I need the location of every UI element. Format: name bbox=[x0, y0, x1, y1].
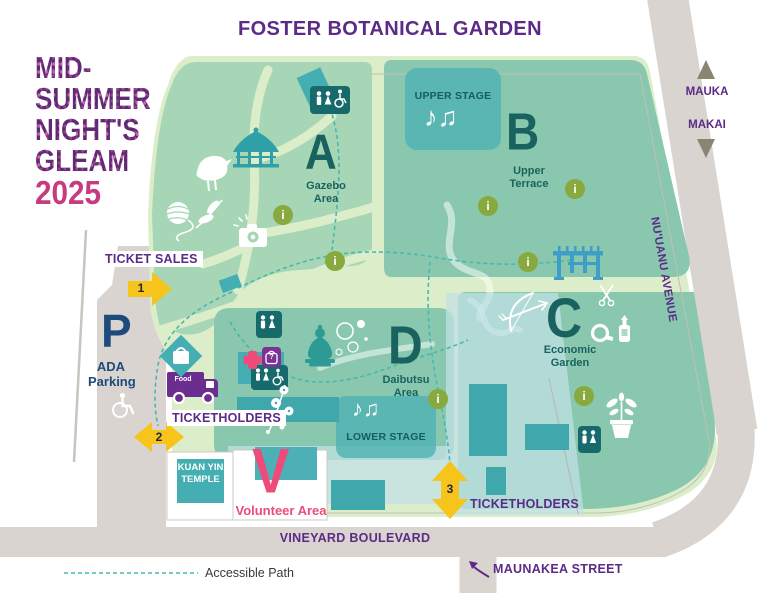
ticketholders-south-label: TICKETHOLDERS bbox=[470, 497, 579, 511]
logo-line-2: SUMMER bbox=[35, 81, 151, 116]
ticketholders-west-label: TICKETHOLDERS bbox=[167, 410, 286, 426]
gate-3-number: 3 bbox=[446, 482, 454, 496]
info-icon-b1: i bbox=[478, 196, 498, 216]
music-notes-icon-upper: ♪♫ bbox=[424, 102, 458, 132]
area-d-label: Daibutsu Area bbox=[382, 374, 430, 399]
pergola-icon bbox=[553, 246, 603, 280]
zone-a-paths bbox=[155, 65, 381, 335]
food-truck-icon bbox=[167, 372, 218, 405]
stage-boxes bbox=[336, 68, 501, 458]
area-d-letter: D bbox=[388, 316, 423, 376]
makai-arrow-icon bbox=[697, 139, 715, 158]
area-a-label: Gazebo Area bbox=[306, 180, 346, 205]
yarn-icon bbox=[166, 199, 223, 242]
info-icon-b2: i bbox=[565, 179, 585, 199]
lower-stage-box bbox=[336, 396, 436, 458]
glue-icon bbox=[619, 315, 630, 342]
food-truck-label: Food bbox=[174, 376, 192, 383]
gate-arrow-3 bbox=[432, 461, 468, 519]
mauka-arrow-icon bbox=[697, 60, 715, 79]
gate-2-number: 2 bbox=[155, 430, 163, 444]
scissors-icon bbox=[598, 284, 615, 307]
area-c-letter: C bbox=[546, 286, 583, 350]
first-aid-icon bbox=[243, 351, 262, 369]
mauka-label: MAUKA bbox=[685, 86, 729, 98]
shopping-bag-icon bbox=[159, 334, 203, 378]
restroom-icon-accessible bbox=[251, 365, 288, 390]
maunakea-arrow-icon bbox=[469, 561, 490, 578]
logo-line-1: MID- bbox=[35, 52, 151, 83]
area-b-letter: B bbox=[506, 102, 540, 161]
info-icon-c: i bbox=[574, 386, 594, 406]
info-icon-d: i bbox=[428, 389, 448, 409]
upper-stage-box bbox=[405, 68, 501, 150]
bow-arrow-icon bbox=[498, 292, 548, 332]
camera-icon bbox=[233, 214, 267, 247]
area-v-letter: V bbox=[252, 435, 290, 507]
gazebo-icon bbox=[233, 127, 279, 168]
parking-letter: P bbox=[101, 305, 132, 357]
area-a-letter: A bbox=[305, 124, 337, 180]
maunakea-street-label: MAUNAKEA STREET bbox=[493, 562, 623, 576]
logo-line-3: NIGHT'S bbox=[35, 114, 151, 145]
bird-icon bbox=[196, 155, 232, 191]
restroom-icon-daibutsu bbox=[256, 311, 282, 338]
lower-stage-label: LOWER STAGE bbox=[346, 431, 426, 443]
volunteer-area-label: Volunteer Area bbox=[235, 503, 327, 518]
buddha-icon bbox=[305, 324, 335, 367]
makai-label: MAKAI bbox=[688, 119, 726, 131]
ada-wheelchair-icon bbox=[112, 392, 135, 418]
restroom-icon-gazebo bbox=[310, 86, 350, 114]
side-road-line bbox=[72, 229, 88, 463]
music-notes-icon-lower: ♪♫ bbox=[352, 396, 380, 421]
logo-line-4: GLEAM bbox=[35, 145, 151, 176]
area-b-label: Upper Terrace bbox=[509, 165, 549, 190]
gate-arrow-2 bbox=[134, 422, 184, 452]
parking-lot bbox=[97, 246, 166, 527]
event-logo: MID- SUMMER NIGHT'S GLEAM 2025 bbox=[35, 52, 173, 210]
ada-parking-label: ADA Parking bbox=[88, 359, 136, 389]
logo-year: 2025 bbox=[35, 174, 102, 211]
area-c-label: Economic Garden bbox=[543, 344, 597, 369]
info-icon-mid: i bbox=[518, 252, 538, 272]
accessible-path-legend-label: Accessible Path bbox=[205, 566, 294, 580]
kuan-yin-temple-label: KUAN YIN TEMPLE bbox=[177, 459, 224, 503]
vineyard-boulevard-label: VINEYARD BOULEVARD bbox=[279, 531, 431, 545]
tape-icon bbox=[590, 323, 614, 343]
garden-outline bbox=[172, 73, 711, 514]
upper-stage-label: UPPER STAGE bbox=[414, 90, 492, 102]
info-icon-a1: i bbox=[273, 205, 293, 225]
gate-arrow-1 bbox=[128, 272, 172, 306]
lost-found-icon bbox=[262, 347, 281, 367]
bubbles-icon bbox=[335, 320, 368, 356]
ticket-sales-label: TICKET SALES bbox=[100, 251, 203, 267]
page-title: FOSTER BOTANICAL GARDEN bbox=[237, 18, 542, 40]
restroom-icon-economic bbox=[578, 426, 601, 453]
info-icon-a2: i bbox=[325, 251, 345, 271]
lost-found-question-mark: ? bbox=[269, 354, 274, 361]
potted-plant-icon bbox=[606, 392, 637, 438]
gate-1-number: 1 bbox=[137, 281, 145, 295]
